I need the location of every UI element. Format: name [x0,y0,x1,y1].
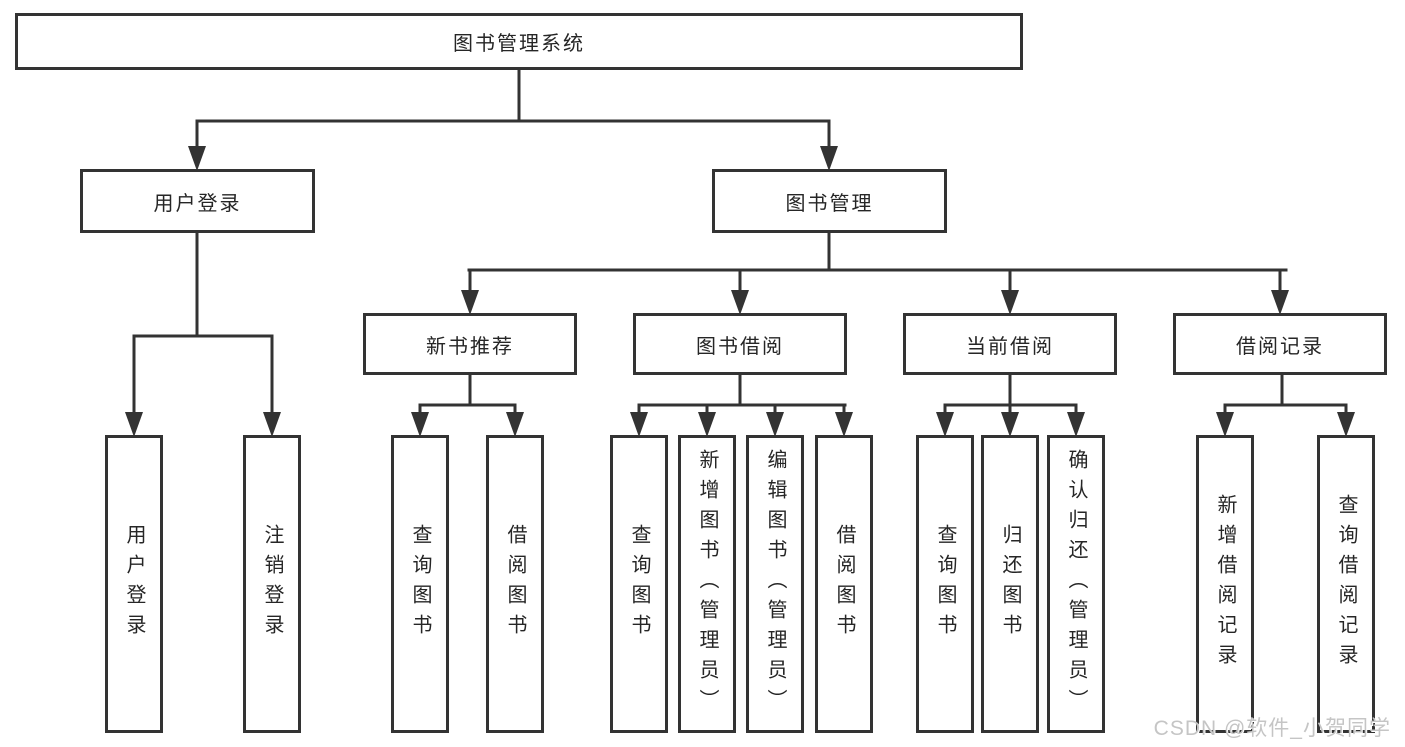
arrowhead-down-icon [1001,290,1019,315]
leaf-borrow-book-borrowing: 借阅图书 [815,435,873,733]
node-book-borrowing: 图书借阅 [633,313,847,375]
arrowhead-down-icon [1001,412,1019,437]
arrowhead-down-icon [506,412,524,437]
node-new-book-recommend: 新书推荐 [363,313,577,375]
leaf-add-borrow-record: 新增借阅记录 [1196,435,1254,733]
arrowhead-down-icon [820,146,838,171]
leaf-user-login-action: 用户登录 [105,435,163,733]
arrowhead-down-icon [125,412,143,437]
leaf-query-books-borrowing: 查询图书 [610,435,668,733]
arrowhead-down-icon [461,290,479,315]
arrowhead-down-icon [766,412,784,437]
leaf-query-borrow-record: 查询借阅记录 [1317,435,1375,733]
arrowhead-down-icon [630,412,648,437]
leaf-logout-action: 注销登录 [243,435,301,733]
node-user-login: 用户登录 [80,169,315,233]
arrowhead-down-icon [188,146,206,171]
arrowhead-down-icon [698,412,716,437]
leaf-edit-book-admin: 编辑图书（管理员） [746,435,804,733]
leaf-confirm-return-admin: 确认归还（管理员） [1047,435,1105,733]
arrowhead-down-icon [835,412,853,437]
arrowhead-down-icon [1216,412,1234,437]
watermark: CSDN @软件_小贺同学 [1153,717,1391,740]
arrowhead-down-icon [1271,290,1289,315]
node-book-management: 图书管理 [712,169,947,233]
leaf-return-book: 归还图书 [981,435,1039,733]
arrowhead-down-icon [936,412,954,437]
leaf-query-books-current: 查询图书 [916,435,974,733]
arrowhead-down-icon [731,290,749,315]
leaf-borrow-book-recommend: 借阅图书 [486,435,544,733]
leaf-query-books-recommend: 查询图书 [391,435,449,733]
leaf-add-book-admin: 新增图书（管理员） [678,435,736,733]
node-root: 图书管理系统 [15,13,1023,70]
arrowhead-down-icon [263,412,281,437]
arrowhead-down-icon [1337,412,1355,437]
arrowhead-down-icon [411,412,429,437]
node-borrowing-records: 借阅记录 [1173,313,1387,375]
arrowhead-down-icon [1067,412,1085,437]
node-current-borrowing: 当前借阅 [903,313,1117,375]
